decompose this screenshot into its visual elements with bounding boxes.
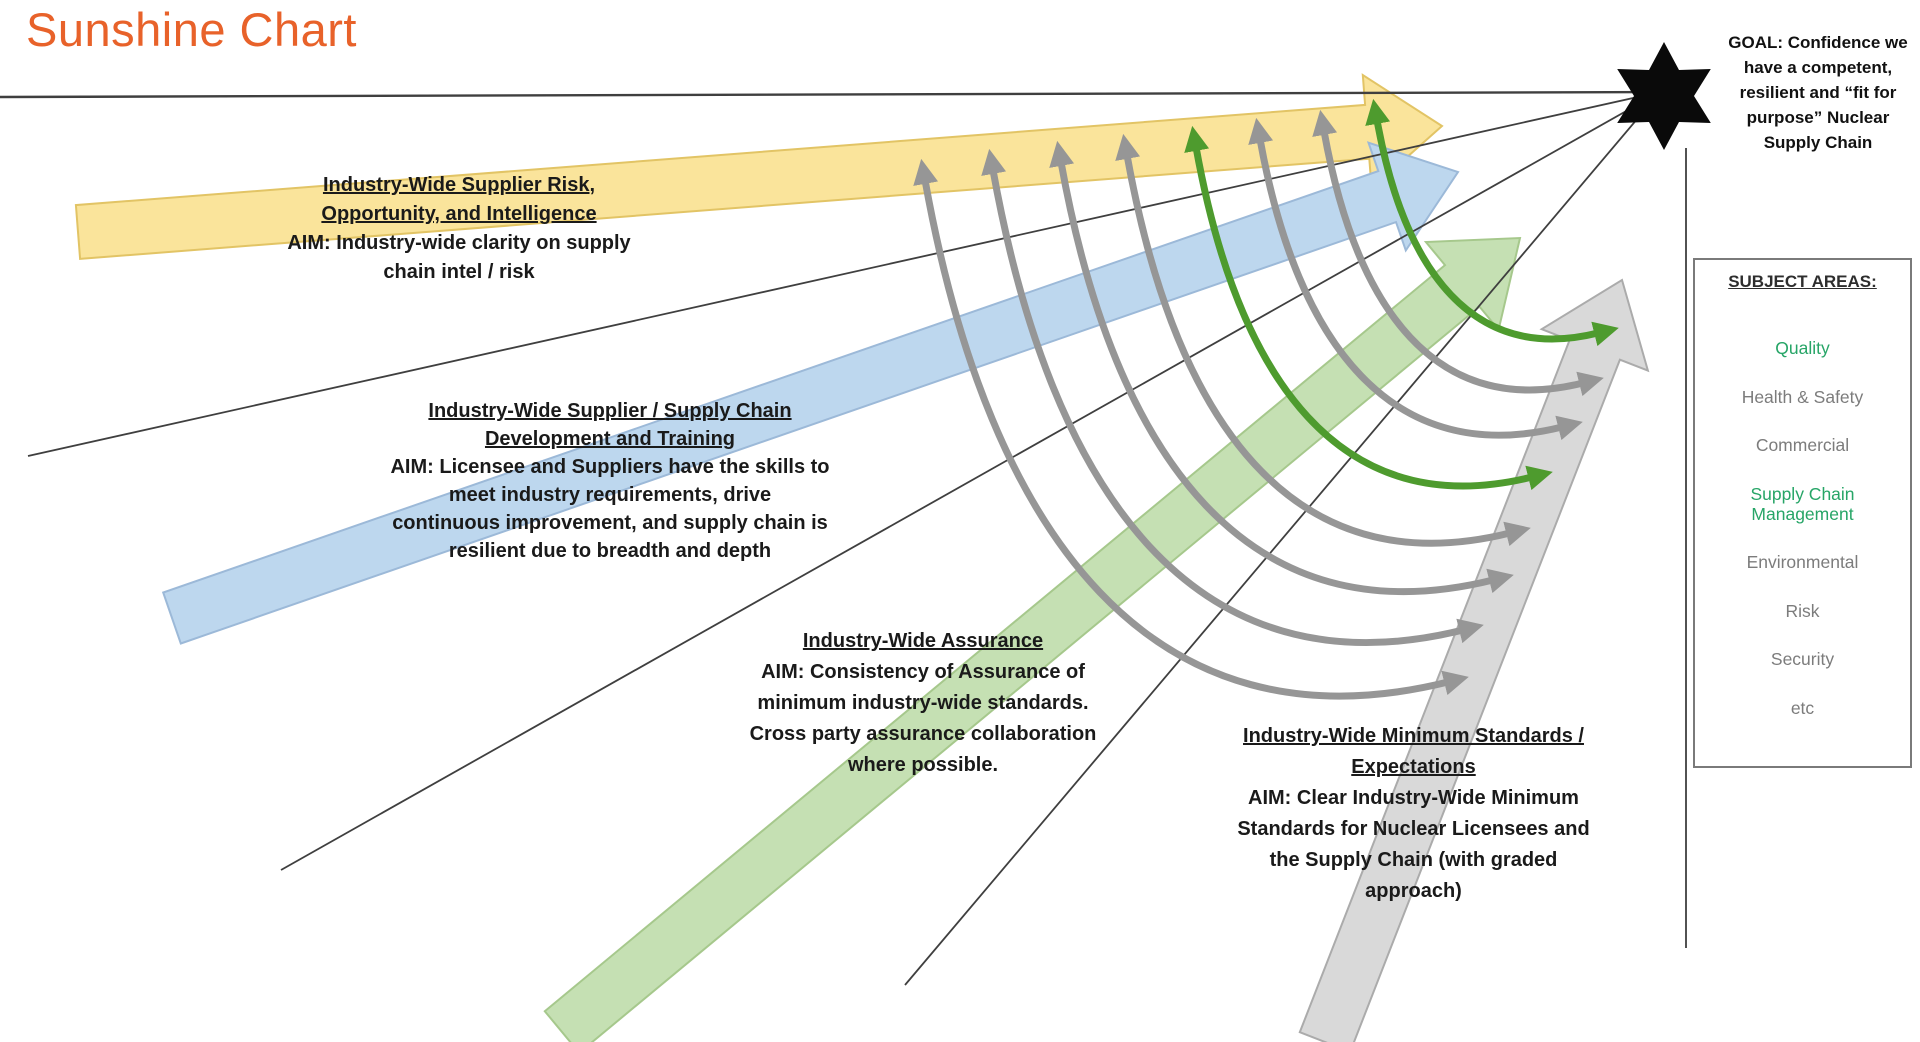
label-assurance: Industry-Wide Assurance AIM: Consistency… xyxy=(728,626,1118,781)
label-aim: continuous improvement, and supply chain… xyxy=(392,512,828,534)
label-aim: Cross party assurance collaboration xyxy=(749,723,1097,745)
label-aim: resilient due to breadth and depth xyxy=(448,540,772,562)
subject-area-health-safety: Health & Safety xyxy=(1741,386,1864,407)
label-aim: approach) xyxy=(1365,880,1462,902)
subject-area-security: Security xyxy=(1770,649,1835,670)
goal-star xyxy=(1617,42,1711,150)
subject-areas-list: Quality Health & Safety Commercial Suppl… xyxy=(1695,292,1910,766)
sun-ray-1 xyxy=(0,90,1661,99)
label-aim: AIM: Licensee and Suppliers have the ski… xyxy=(390,456,830,478)
subject-area-supply-chain: Supply Chain Management xyxy=(1750,483,1855,524)
label-heading: Industry-Wide Supplier Risk, xyxy=(322,174,596,196)
subject-area-etc: etc xyxy=(1790,697,1815,718)
label-supplier-risk: Industry-Wide Supplier Risk, Opportunity… xyxy=(253,171,665,287)
goal-text: GOAL: Confidence we have a competent, re… xyxy=(1728,33,1908,152)
label-aim: meet industry requirements, drive xyxy=(448,484,772,506)
subject-areas-title: SUBJECT AREAS: xyxy=(1728,272,1877,291)
label-aim: AIM: Consistency of Assurance of xyxy=(761,661,1085,683)
subject-area-commercial: Commercial xyxy=(1755,435,1850,456)
label-minimum-standards: Industry-Wide Minimum Standards / Expect… xyxy=(1216,721,1611,907)
label-aim: chain intel / risk xyxy=(383,261,535,283)
subject-area-environmental: Environmental xyxy=(1746,552,1859,573)
label-heading: Industry-Wide Supplier / Supply Chain xyxy=(428,400,792,422)
label-heading: Development and Training xyxy=(484,428,736,450)
label-heading: Industry-Wide Assurance xyxy=(802,630,1044,652)
label-heading: Opportunity, and Intelligence xyxy=(321,203,597,225)
connector-arc-8-green xyxy=(1365,98,1619,347)
label-heading: Industry-Wide Minimum Standards / xyxy=(1243,725,1584,747)
label-aim: AIM: Industry-wide clarity on supply xyxy=(287,232,631,254)
label-aim: the Supply Chain (with graded xyxy=(1269,849,1558,871)
label-aim: AIM: Clear Industry-Wide Minimum xyxy=(1248,787,1579,809)
subject-area-quality: Quality xyxy=(1775,338,1830,359)
label-heading: Expectations xyxy=(1351,756,1476,778)
subject-area-risk: Risk xyxy=(1785,600,1820,621)
label-development-training: Industry-Wide Supplier / Supply Chain De… xyxy=(386,397,834,565)
subject-areas-panel: SUBJECT AREAS: Quality Health & Safety C… xyxy=(1693,258,1912,768)
page-title: Sunshine Chart xyxy=(26,3,357,56)
label-aim: where possible. xyxy=(847,754,999,776)
label-aim: minimum industry-wide standards. xyxy=(757,692,1089,714)
label-aim: Standards for Nuclear Licensees and xyxy=(1237,818,1590,840)
